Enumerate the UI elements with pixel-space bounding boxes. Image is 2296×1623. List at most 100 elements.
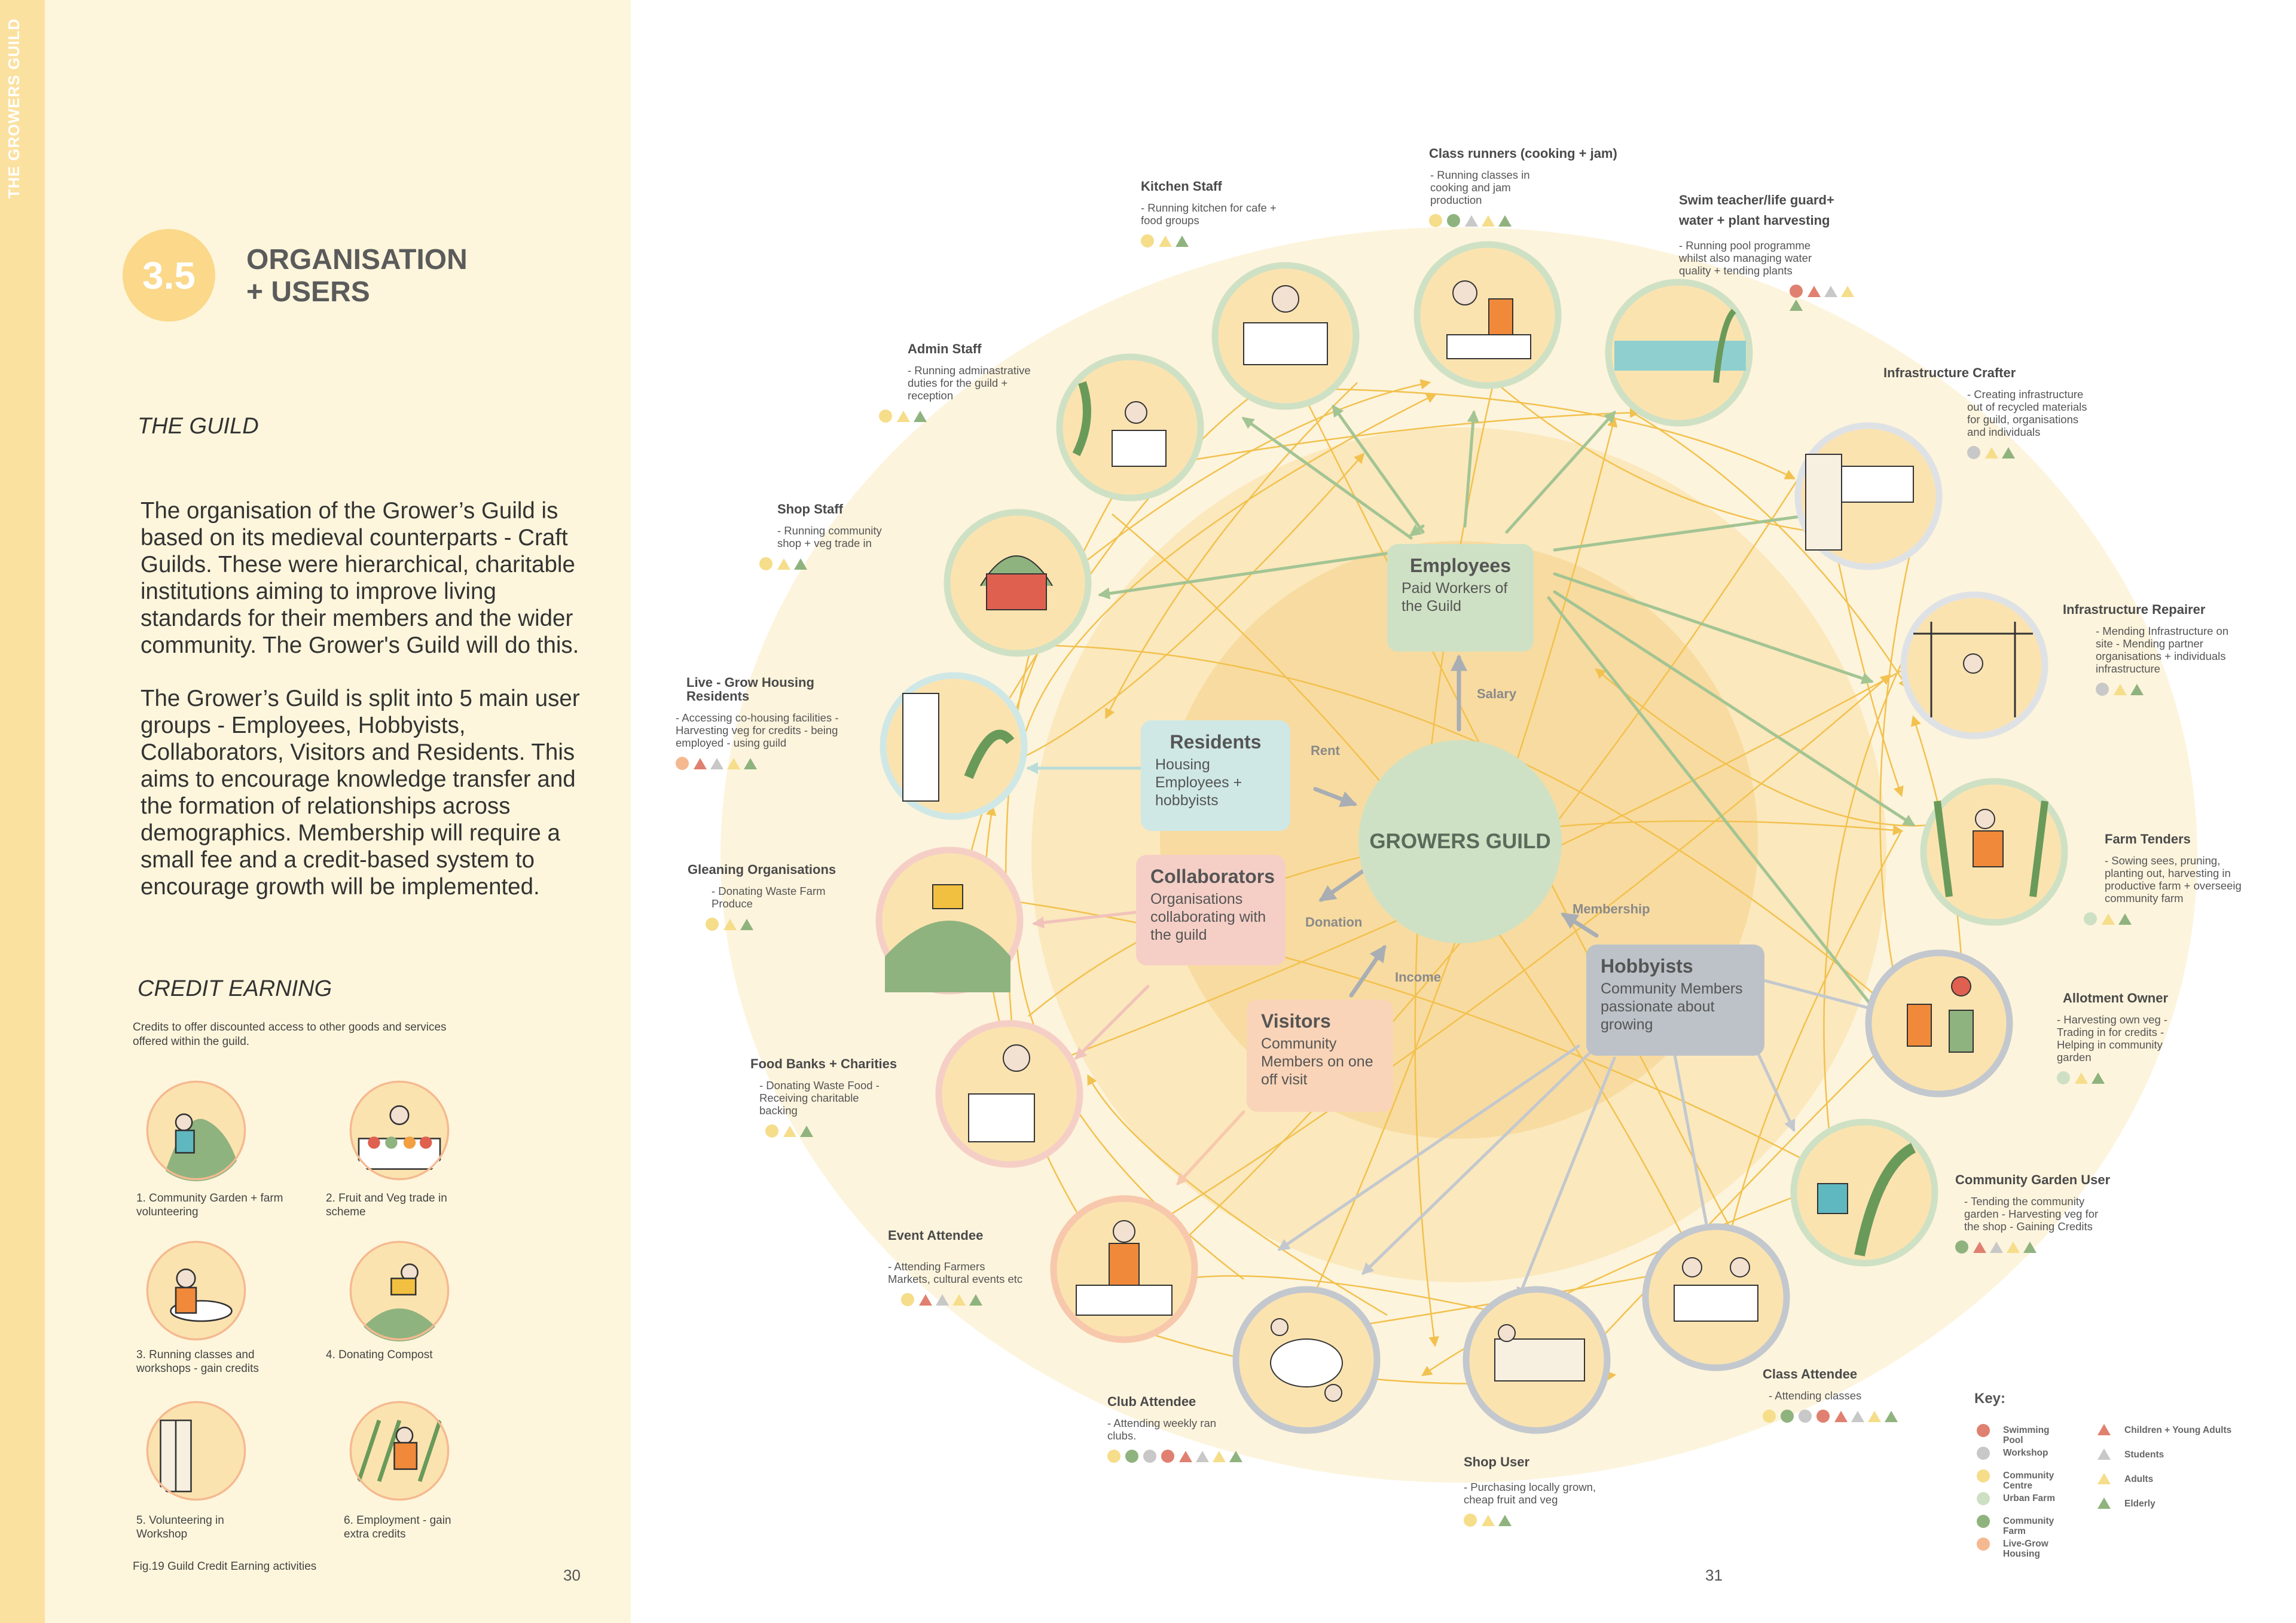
age-triangle	[1213, 1450, 1226, 1462]
location-dot	[1790, 285, 1803, 298]
key-place-dot	[1977, 1469, 1990, 1483]
user-name: Shop Staff	[777, 502, 843, 516]
guild-heading: THE GUILD	[138, 414, 259, 439]
location-dot	[1955, 1240, 1968, 1254]
age-triangle	[1498, 1514, 1512, 1526]
user-marks	[759, 557, 921, 571]
location-dot	[1447, 214, 1460, 228]
user-marks	[1967, 445, 2075, 460]
user-desc: - Attending Farmers Markets, cultural ev…	[888, 1260, 1023, 1285]
collaborators-title: Collaborators	[1150, 866, 1275, 887]
key-age-triangle	[2097, 1497, 2111, 1509]
age-triangle	[1196, 1450, 1209, 1462]
age-triangle	[936, 1294, 949, 1306]
location-dot	[1429, 214, 1442, 228]
user-name: Farm Tenders	[2105, 832, 2191, 846]
user-allotment-owner: Allotment Owner - Harvesting own veg - T…	[2057, 991, 2248, 1085]
user-name: Class Attendee	[1763, 1367, 1858, 1381]
age-triangle	[1824, 285, 1837, 297]
spine-tab: THE GROWERS GUILD	[0, 0, 45, 1623]
disc-admin-staff	[1056, 353, 1204, 502]
age-triangle	[1790, 299, 1803, 311]
age-triangle	[1885, 1410, 1898, 1422]
user-desc: - Mending Infrastructure on site - Mendi…	[2096, 625, 2229, 675]
age-triangle	[794, 558, 807, 570]
user-gleaning-organisations: Gleaning Organisations - Donating Waste …	[688, 863, 873, 931]
user-marks	[1429, 213, 1632, 228]
credit-heading: CREDIT EARNING	[138, 976, 332, 1001]
activity-6-label: 6. Employment - gain extra credits	[344, 1514, 451, 1541]
residents-title: Residents	[1170, 731, 1262, 753]
location-dot	[879, 409, 892, 423]
user-farm-tenders: Farm Tenders - Sowing sees, pruning, pla…	[2084, 832, 2263, 926]
disc-kitchen-staff	[1211, 262, 1360, 410]
age-triangle	[1482, 215, 1495, 227]
key-place-label: Community Farm	[2003, 1516, 2054, 1536]
activity-4-illustration	[349, 1240, 450, 1341]
age-triangle	[2075, 1072, 2088, 1084]
disc-swim-teacher	[1605, 279, 1753, 427]
key-place-label: Workshop	[2003, 1448, 2048, 1458]
user-admin-staff: Admin Staff - Running adminastrative dut…	[879, 342, 1040, 423]
age-triangle	[1834, 1410, 1848, 1422]
user-desc: - Attending classes	[1769, 1389, 1862, 1402]
visitors-title: Visitors	[1261, 1010, 1331, 1032]
activity-5-label: 5. Volunteering in Workshop	[136, 1514, 224, 1541]
age-triangle	[2114, 683, 2127, 695]
user-marks	[1141, 234, 1290, 248]
key-age-triangle	[2097, 1424, 2111, 1435]
activity-2-illustration	[349, 1080, 450, 1181]
age-triangle	[2023, 1241, 2037, 1253]
section-title-line2: + USERS	[246, 276, 370, 308]
user-name: Shop User	[1464, 1454, 1530, 1469]
visitors-desc: Community Members on one off visit	[1261, 1035, 1373, 1088]
user-desc: - Donating Waste Farm Produce	[712, 885, 826, 910]
age-triangle	[1841, 285, 1854, 297]
disc-event-attendee	[1050, 1195, 1198, 1343]
user-shop-user: Shop User - Purchasing locally grown, ch…	[1464, 1454, 1619, 1527]
left-page: THE GROWERS GUILD 3.5 ORGANISATION + USE…	[0, 0, 631, 1623]
location-dot	[1816, 1410, 1830, 1423]
user-marks	[1763, 1409, 1930, 1423]
location-dot	[1967, 446, 1980, 460]
key-place-label: Live-Grow Housing	[2003, 1539, 2048, 1559]
age-triangle	[800, 1125, 813, 1137]
user-name: Kitchen Staff	[1141, 179, 1222, 194]
user-illustrations	[875, 241, 2068, 1434]
location-dot	[759, 557, 773, 571]
figure-caption: Fig.19 Guild Credit Earning activities	[133, 1560, 317, 1573]
activity-6-illustration	[349, 1401, 450, 1501]
age-triangle	[694, 757, 707, 769]
user-desc: - Purchasing locally grown, cheap fruit …	[1464, 1481, 1596, 1506]
user-marks	[901, 1292, 1067, 1307]
user-desc: - Running adminastrative duties for the …	[908, 364, 1031, 402]
age-triangle	[1851, 1410, 1864, 1422]
visitors-box: Visitors Community Members on one off vi…	[1247, 1000, 1393, 1112]
user-class-runners: Class runners (cooking + jam) - Running …	[1429, 146, 1632, 228]
user-desc: - Attending weekly ran clubs.	[1107, 1417, 1217, 1442]
user-marks	[879, 409, 1040, 423]
user-name: Food Banks + Charities	[750, 1056, 897, 1071]
disc-infrastructure-repairer	[1900, 591, 2048, 739]
user-desc: - Sowing sees, pruning, planting out, ha…	[2105, 854, 2242, 904]
disc-club-attendee	[1232, 1286, 1381, 1434]
age-triangle	[914, 410, 927, 422]
user-swim-teacher: Swim teacher/life guard+ water + plant h…	[1679, 190, 1864, 311]
activity-5-illustration	[146, 1401, 246, 1501]
user-marks	[2096, 682, 2260, 696]
location-dot	[676, 757, 689, 771]
key-age-label: Elderly	[2124, 1499, 2155, 1509]
credit-description: Credits to offer discounted access to ot…	[133, 1021, 447, 1048]
user-marks	[676, 756, 873, 771]
key-place-label: Urban Farm	[2003, 1493, 2055, 1503]
location-dot	[1161, 1450, 1174, 1463]
residents-box: Residents Housing Employees + hobbyists	[1141, 720, 1290, 831]
user-name: Community Garden User	[1955, 1172, 2111, 1187]
group-arrows	[1026, 404, 1916, 1300]
disc-class-attendee	[1642, 1223, 1790, 1371]
age-triangle	[2002, 447, 2015, 459]
collaborators-box: Collaborators Organisations collaboratin…	[1136, 855, 1286, 965]
age-triangle	[1159, 235, 1172, 247]
user-name: Class runners (cooking + jam)	[1429, 146, 1617, 161]
user-infrastructure-repairer: Infrastructure Repairer - Mending Infras…	[2063, 603, 2260, 696]
